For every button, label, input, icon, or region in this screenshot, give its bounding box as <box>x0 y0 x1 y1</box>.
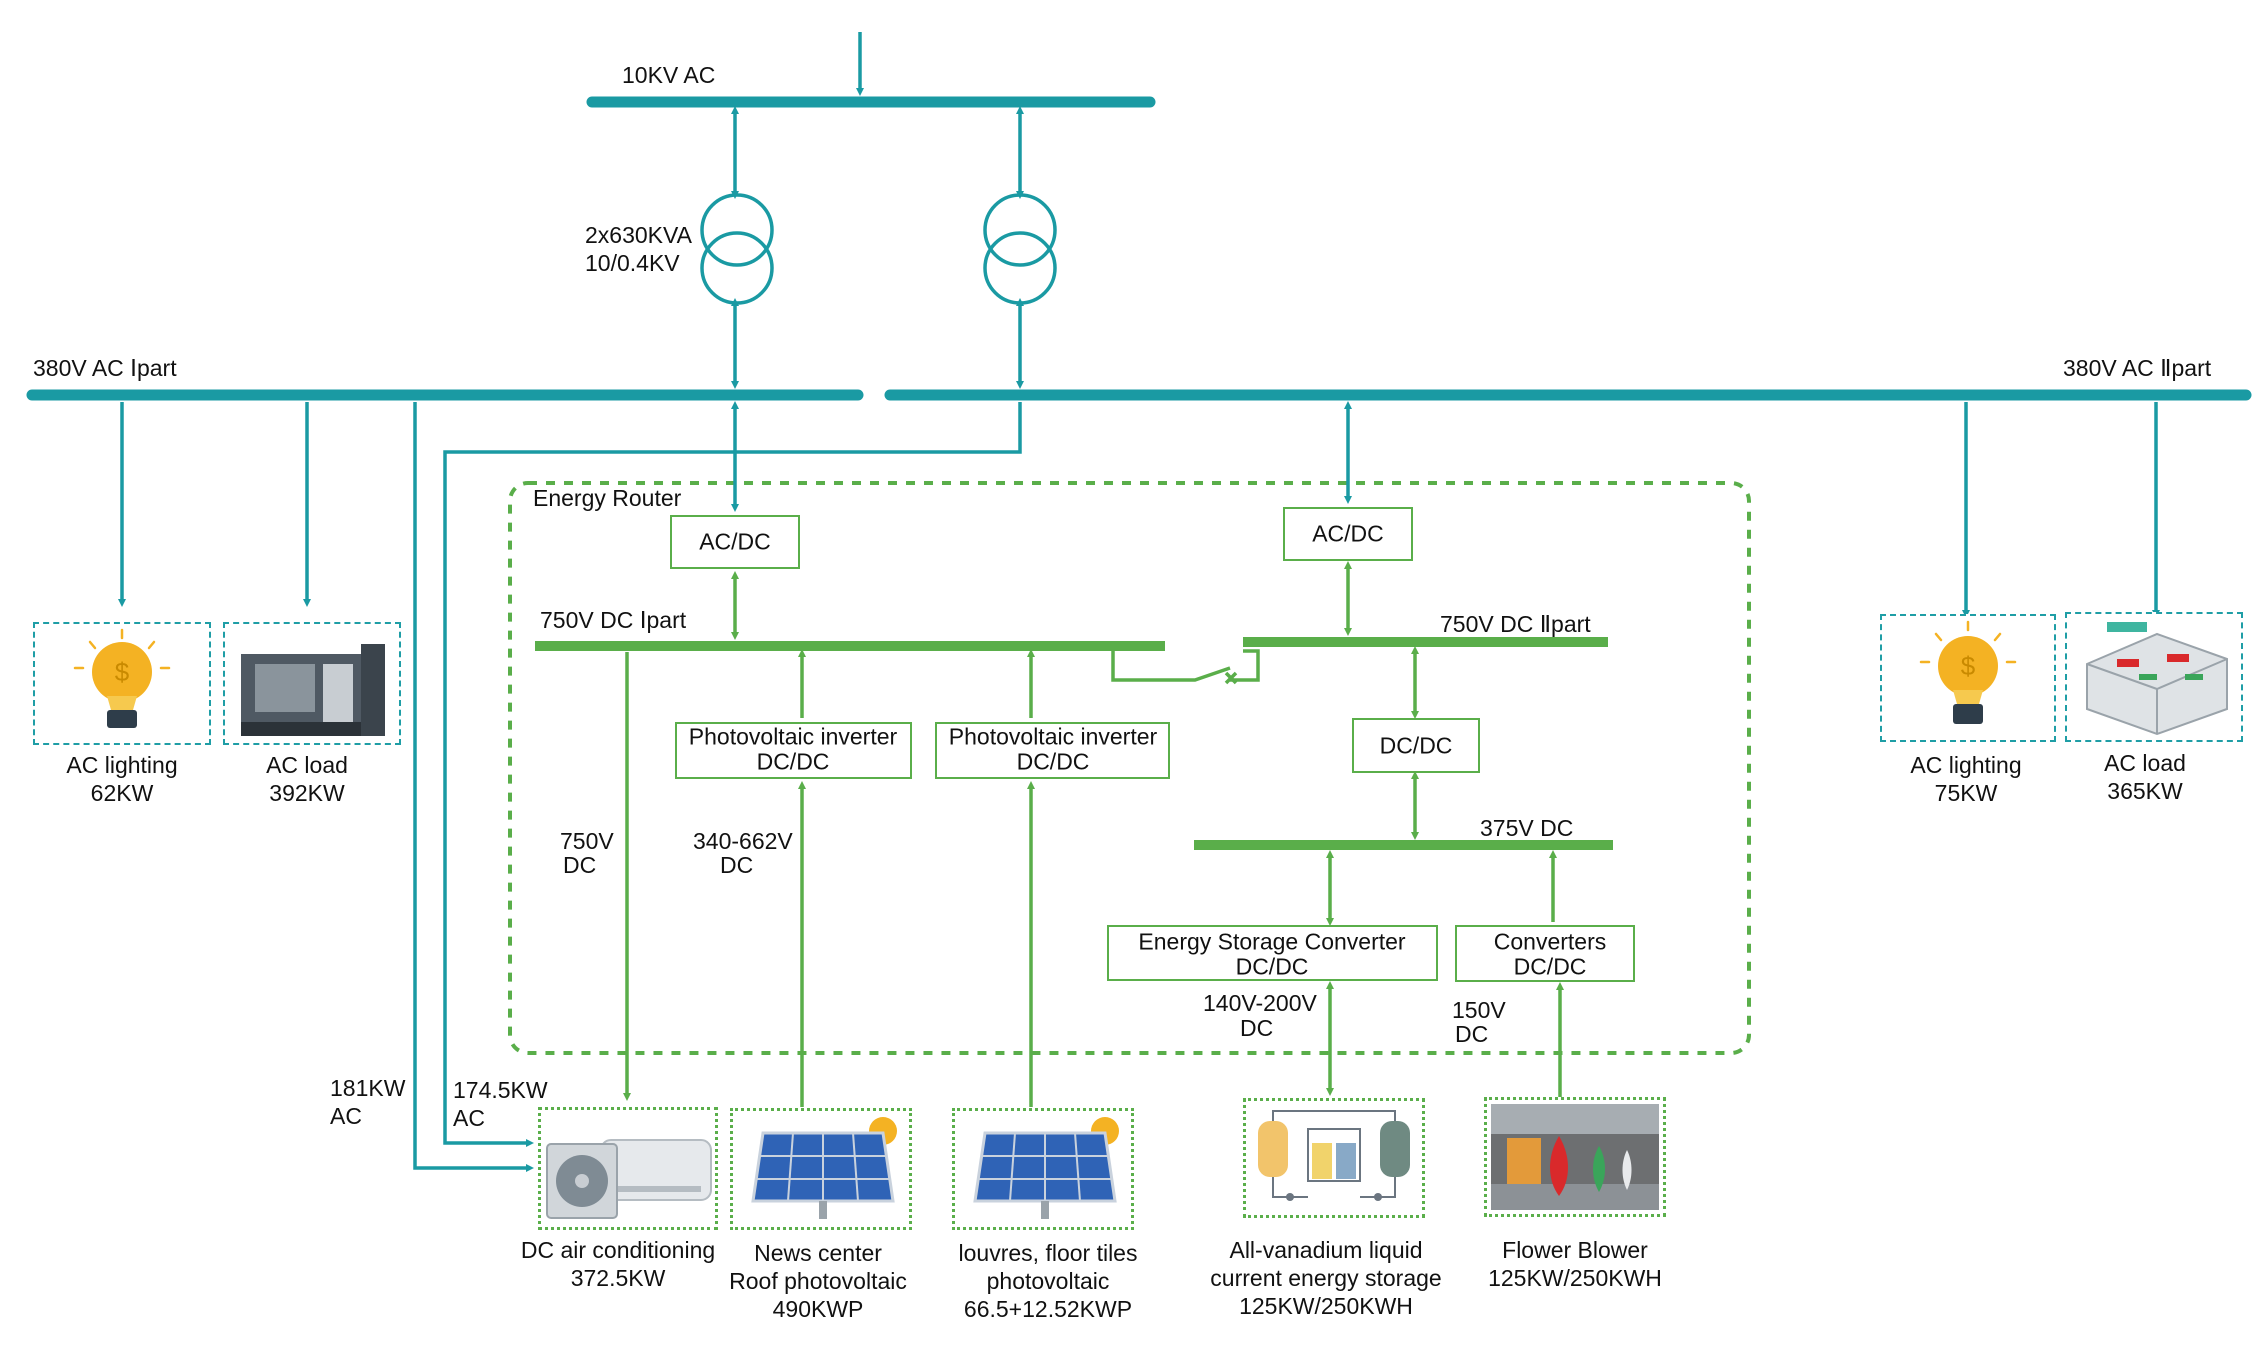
light-bulb-icon: $ <box>73 628 171 728</box>
vanadium-capacity: 125KW/250KWH <box>1239 1293 1413 1319</box>
svg-text:$: $ <box>1961 651 1976 681</box>
ac-load-1-name: AC load <box>266 752 348 778</box>
label-bus380-2: 380V AC Ⅱpart <box>2063 355 2212 381</box>
ac-load-2-power: 365KW <box>2107 778 2183 804</box>
light-bulb-icon: $ <box>1919 620 2017 724</box>
flow-battery-icon <box>1258 1110 1410 1201</box>
converters-box <box>1455 925 1635 982</box>
transformer-icon <box>700 193 774 305</box>
ac-lighting-2-card: $ <box>1880 614 2056 742</box>
flower-blower-capacity: 125KW/250KWH <box>1488 1265 1662 1291</box>
machine-tool-icon <box>241 644 385 736</box>
ac-load-1-power: 392KW <box>269 780 345 806</box>
ac-lighting-2-power: 75KW <box>1934 780 1998 806</box>
energy-router-title: Energy Router <box>533 485 682 511</box>
power-174-unit: AC <box>453 1105 485 1131</box>
pv-inverter-2-line2: DC/DC <box>1016 748 1090 775</box>
vanadium-storage-card <box>1243 1098 1425 1218</box>
battery-cabinet-icon <box>2086 622 2228 736</box>
air-conditioner-icon <box>546 1139 712 1219</box>
voltage-750-value: 750V <box>560 828 614 854</box>
pv-inverter-1-line2: DC/DC <box>756 748 830 775</box>
louvres-capacity: 66.5+12.52KWP <box>963 1296 1133 1322</box>
dcdc-converter-label: DC/DC <box>1379 732 1453 759</box>
transformer-rating: 2x630KVA <box>585 222 692 248</box>
feed-181kw <box>413 402 534 1172</box>
flower-blower-card <box>1484 1097 1666 1217</box>
power-181-value: 181KW <box>330 1075 406 1101</box>
converters-line1: Converters <box>1493 928 1607 955</box>
storage-converter-line2: DC/DC <box>1235 953 1309 980</box>
switch-icon <box>1111 651 1231 682</box>
pv-inverter-2 <box>935 722 1170 779</box>
louvres-pv-card <box>952 1108 1134 1230</box>
pv-inverter-1-line1: Photovoltaic inverter <box>688 723 898 750</box>
switch-contact <box>1230 649 1260 682</box>
ac-lighting-1-name: AC lighting <box>66 752 178 778</box>
voltage-340-value: 340-662V <box>693 828 793 854</box>
transformer-ratio: 10/0.4KV <box>585 250 680 276</box>
converters-line2: DC/DC <box>1513 953 1587 980</box>
acdc-converter-1 <box>670 515 800 569</box>
pv-inverter-1 <box>675 722 912 779</box>
voltage-150-unit: DC <box>1455 1021 1489 1047</box>
acdc-converter-1-label: AC/DC <box>699 528 771 555</box>
ac-lighting-1-card: $ <box>33 622 211 745</box>
energy-router-boundary <box>508 481 1751 1055</box>
energy-storage-converter <box>1107 925 1438 981</box>
news-center-type: Roof photovoltaic <box>729 1268 907 1294</box>
dcdc-converter <box>1352 718 1480 773</box>
label-bus380-1: 380V AC Ⅰpart <box>33 355 177 381</box>
ac-load-2-name: AC load <box>2104 750 2186 776</box>
dc-air-conditioning-name: DC air conditioning <box>520 1237 716 1263</box>
label-bus750-1: 750V DC Ⅰpart <box>540 607 687 633</box>
ac-load-2-card <box>2065 612 2243 742</box>
label-bus375: 375V DC <box>1480 815 1574 841</box>
louvres-name: louvres, floor tiles <box>958 1240 1138 1266</box>
voltage-140-value: 140V-200V <box>1203 990 1317 1016</box>
pv-inverter-2-line1: Photovoltaic inverter <box>948 723 1158 750</box>
news-center-name: News center <box>754 1240 882 1266</box>
transformer-icon <box>983 193 1057 305</box>
flower-blower-name: Flower Blower <box>1502 1237 1648 1263</box>
news-center-capacity: 490KWP <box>772 1296 864 1322</box>
acdc-converter-2-label: AC/DC <box>1312 520 1384 547</box>
voltage-750-unit: DC <box>563 852 597 878</box>
power-181-unit: AC <box>330 1103 362 1129</box>
storage-converter-line1: Energy Storage Converter <box>1138 928 1406 955</box>
label-bus750-2: 750V DC Ⅱpart <box>1440 611 1591 637</box>
solar-panel-icon <box>973 1117 1119 1219</box>
ac-lighting-1-power: 62KW <box>90 780 154 806</box>
ac-load-1-card <box>223 622 401 745</box>
feed-174kw <box>443 402 1022 1147</box>
wind-turbine-photo-icon <box>1491 1104 1659 1210</box>
label-10kv: 10KV AC <box>622 62 716 88</box>
vanadium-name-2: current energy storage <box>1210 1265 1442 1291</box>
voltage-340-unit: DC <box>720 852 754 878</box>
louvres-type: photovoltaic <box>986 1268 1110 1294</box>
voltage-140-unit: DC <box>1240 1015 1274 1041</box>
svg-text:$: $ <box>115 657 130 687</box>
solar-panel-icon <box>751 1117 897 1219</box>
voltage-150-value: 150V <box>1452 997 1506 1023</box>
ac-lighting-2-name: AC lighting <box>1910 752 2022 778</box>
dc-air-conditioning-card <box>538 1107 718 1230</box>
news-center-pv-card <box>730 1108 912 1230</box>
power-174-value: 174.5KW <box>453 1077 548 1103</box>
vanadium-name-1: All-vanadium liquid <box>1229 1237 1423 1263</box>
acdc-converter-2 <box>1283 507 1413 561</box>
dc-air-conditioning-power: 372.5KW <box>570 1265 666 1291</box>
